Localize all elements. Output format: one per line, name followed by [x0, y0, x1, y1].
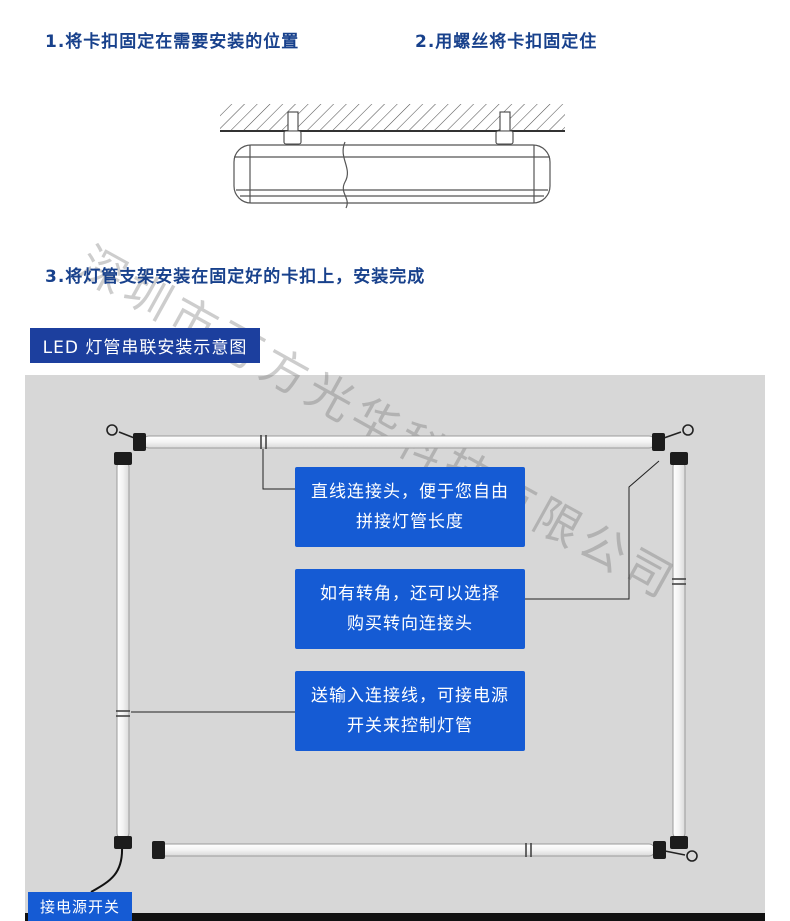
- callout-pointer-lines: [131, 449, 660, 713]
- length-break-line: [342, 141, 348, 209]
- callout-line: 购买转向连接头: [347, 614, 473, 634]
- callout-line: 开关来控制灯管: [347, 716, 473, 736]
- tube-loop-illustration: [90, 424, 698, 893]
- step-2-caption: 2.用螺丝将卡扣固定住: [415, 32, 598, 52]
- next-section-edge: [25, 913, 765, 921]
- callout-line: 拼接灯管长度: [356, 512, 464, 532]
- step-1-caption: 1.将卡扣固定在需要安装的位置: [45, 32, 300, 52]
- callout-line: 直线连接头，便于您自由: [311, 482, 509, 502]
- power-input-wire: [90, 846, 124, 893]
- callout-line: 送输入连接线，可接电源: [311, 686, 509, 706]
- power-switch-label: 接电源开关: [28, 892, 132, 921]
- callout-corner-connector: 如有转角，还可以选择 购买转向连接头: [295, 569, 525, 649]
- callout-straight-connector: 直线连接头，便于您自由 拼接灯管长度: [295, 467, 525, 547]
- tube-end-caps: [114, 433, 688, 859]
- straight-connectors: [116, 435, 686, 857]
- tube-fixture: [233, 141, 551, 209]
- section-banner: LED 灯管串联安装示意图: [30, 328, 260, 363]
- ceiling-mount-drawing: [220, 104, 565, 209]
- step-3-caption: 3.将灯管支架安装在固定好的卡扣上，安装完成: [45, 267, 426, 287]
- led-tubes: [116, 435, 686, 857]
- callout-input-cable: 送输入连接线，可接电源 开关来控制灯管: [295, 671, 525, 751]
- mounting-clips: [283, 111, 514, 145]
- series-install-diagram: 直线连接头，便于您自由 拼接灯管长度 如有转角，还可以选择 购买转向连接头 送输…: [25, 375, 765, 915]
- callout-line: 如有转角，还可以选择: [320, 584, 500, 604]
- ceiling-hatch: [220, 104, 565, 132]
